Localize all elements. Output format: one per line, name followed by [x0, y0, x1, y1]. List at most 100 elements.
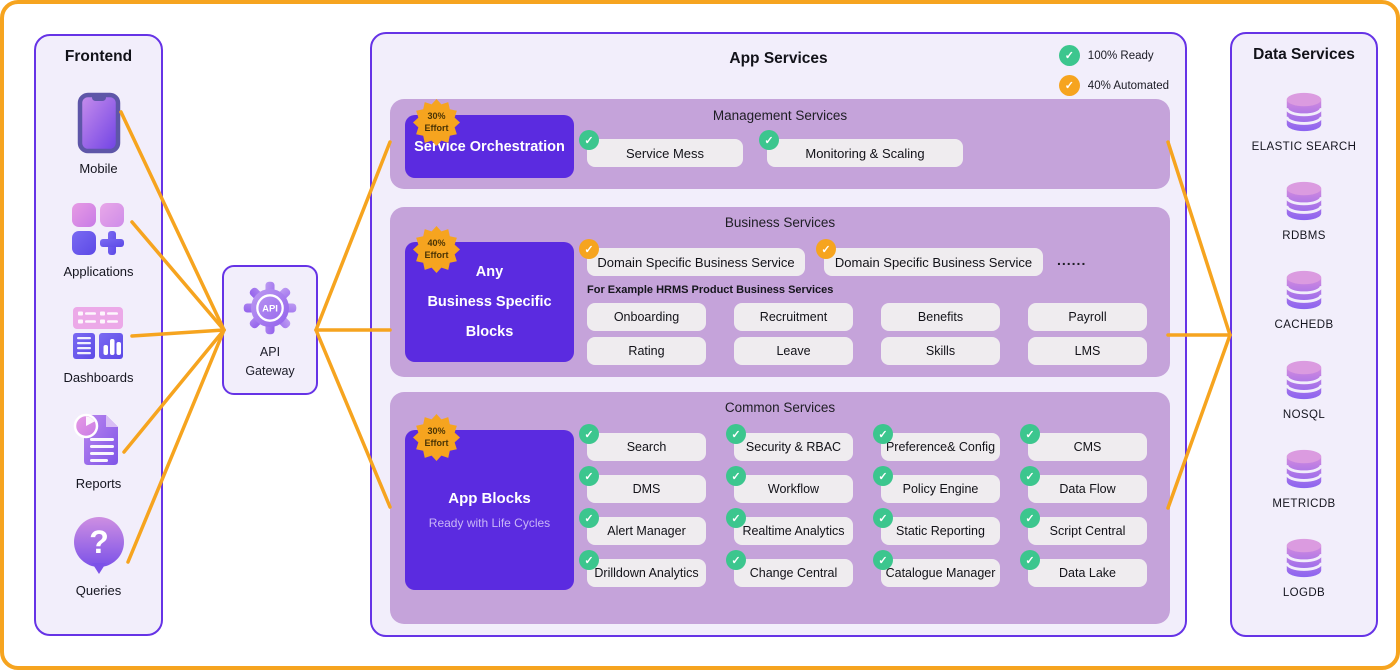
ready-check-icon: [579, 508, 599, 528]
domain-service-chip: Domain Specific Business Service: [579, 239, 805, 276]
hrms-chip: Onboarding: [587, 303, 706, 331]
api-gateway: API API Gateway: [222, 265, 318, 395]
ready-check-icon: [579, 466, 599, 486]
mobile-icon: [77, 92, 120, 153]
service-chip: Service Mess: [579, 130, 743, 167]
api-gear-icon: API: [243, 281, 297, 334]
service-chip: Monitoring & Scaling: [759, 130, 963, 167]
effort-badge: 30% Effort: [413, 414, 460, 461]
common-chip: Workflow: [726, 466, 853, 503]
common-services-section: Common Services 30% Effort App Blocks Re…: [390, 392, 1170, 624]
data-services-title: Data Services: [1253, 46, 1355, 63]
ready-check-icon: [1058, 45, 1080, 66]
frontend-panel: Frontend Mobile Applications: [34, 34, 163, 636]
automated-check-icon: [579, 239, 599, 259]
common-chip: Catalogue Manager: [873, 550, 1000, 587]
frontend-title: Frontend: [64, 48, 133, 65]
frontend-item-label: Mobile: [79, 160, 118, 176]
database-icon: [1285, 271, 1323, 310]
database-icon: [1285, 93, 1323, 132]
section-title: Management Services: [712, 108, 848, 123]
api-gear-text: API: [262, 303, 278, 314]
ready-check-icon: [873, 550, 893, 570]
common-chip: Script Central: [1020, 508, 1147, 545]
db-item-metricdb: METRICDB: [1272, 447, 1335, 510]
frontend-item-label: Dashboards: [63, 369, 134, 385]
app-services-panel: App Services 100% Ready 40% Automated Ma…: [370, 32, 1187, 637]
automated-check-icon: [816, 239, 836, 259]
database-icon: [1285, 360, 1323, 399]
common-chip: Alert Manager: [579, 508, 706, 545]
domain-service-chip: Domain Specific Business Service: [816, 239, 1043, 276]
database-icon: [1285, 182, 1323, 221]
service-orchestration-block: 30% Effort Service Orchestration: [405, 99, 574, 178]
effort-badge: 40% Effort: [413, 226, 460, 273]
more-services-ellipsis: ......: [1057, 252, 1087, 268]
common-chip: Realtime Analytics: [726, 508, 853, 545]
common-chip: Static Reporting: [873, 508, 1000, 545]
ready-check-icon: [579, 130, 599, 150]
hrms-chip: LMS: [1028, 337, 1147, 365]
ready-check-icon: [873, 424, 893, 444]
db-item-elastic-search: ELASTIC SEARCH: [1252, 90, 1357, 153]
common-chip: Search: [579, 424, 706, 461]
common-chip: Security & RBAC: [726, 424, 853, 461]
business-services-section: Business Services 40% Effort Any Busines…: [390, 207, 1170, 377]
section-title: Business Services: [724, 215, 836, 230]
ready-check-icon: [726, 508, 746, 528]
hrms-chip: Skills: [881, 337, 1000, 365]
ready-check-icon: [1020, 466, 1040, 486]
frontend-item-dashboards: Dashboards: [63, 305, 134, 385]
hrms-chip: Leave: [734, 337, 853, 365]
frontend-item-queries: ? Queries: [71, 516, 127, 598]
ready-check-icon: [873, 466, 893, 486]
hrms-chips-grid: Onboarding Recruitment Benefits Payroll …: [587, 303, 1147, 365]
domain-row: ......: [587, 248, 1157, 276]
hrms-chip: Benefits: [881, 303, 1000, 331]
common-chip: Data Lake: [1020, 550, 1147, 587]
ready-check-icon: [759, 130, 779, 150]
ready-check-icon: [726, 466, 746, 486]
common-chip: DMS: [579, 466, 706, 503]
api-gateway-label: API Gateway: [245, 344, 295, 378]
common-chips-grid: Search Security & RBAC Preference& Confi…: [579, 424, 1147, 587]
app-services-title: App Services: [729, 50, 828, 67]
ready-check-icon: [873, 508, 893, 528]
ready-check-icon: [1020, 424, 1040, 444]
database-icon: [1285, 538, 1323, 577]
svg-text:?: ?: [89, 524, 109, 560]
ready-check-icon: [726, 550, 746, 570]
hrms-chip: Payroll: [1028, 303, 1147, 331]
common-chip: Drilldown Analytics: [579, 550, 706, 587]
applications-icon: [72, 203, 125, 256]
queries-icon: ?: [73, 517, 124, 575]
common-chip: Policy Engine: [873, 466, 1000, 503]
db-item-nosql: NOSQL: [1281, 358, 1327, 421]
common-chip: Preference& Config: [873, 424, 1000, 461]
hrms-chip: Rating: [587, 337, 706, 365]
frontend-item-applications: Applications: [63, 201, 134, 280]
section-title: Common Services: [724, 400, 836, 415]
ready-check-icon: [1020, 508, 1040, 528]
reports-icon: [73, 413, 118, 465]
data-services-panel: Data Services ELASTIC SEARCH RDBMS: [1230, 32, 1378, 637]
db-item-rdbms: RDBMS: [1281, 179, 1327, 242]
ready-check-icon: [579, 424, 599, 444]
db-item-logdb: LOGDB: [1281, 536, 1327, 599]
legend-ready: 100% Ready: [1058, 45, 1169, 66]
business-blocks: 40% Effort Any Business Specific Blocks: [405, 226, 574, 362]
hrms-chip: Recruitment: [734, 303, 853, 331]
common-chip: CMS: [1020, 424, 1147, 461]
legend-automated: 40% Automated: [1058, 75, 1169, 96]
common-chip: Change Central: [726, 550, 853, 587]
app-blocks: 30% Effort App Blocks Ready with Life Cy…: [405, 414, 574, 590]
automated-check-icon: [1058, 75, 1080, 96]
ready-check-icon: [579, 550, 599, 570]
management-services-section: Management Services 30% Effort Service O…: [390, 99, 1170, 189]
frontend-item-label: Applications: [63, 264, 134, 280]
frontend-item-reports: Reports: [72, 411, 126, 491]
common-chip: Data Flow: [1020, 466, 1147, 503]
dashboards-icon: [73, 306, 124, 359]
hrms-example-note: For Example HRMS Product Business Servic…: [587, 284, 834, 296]
